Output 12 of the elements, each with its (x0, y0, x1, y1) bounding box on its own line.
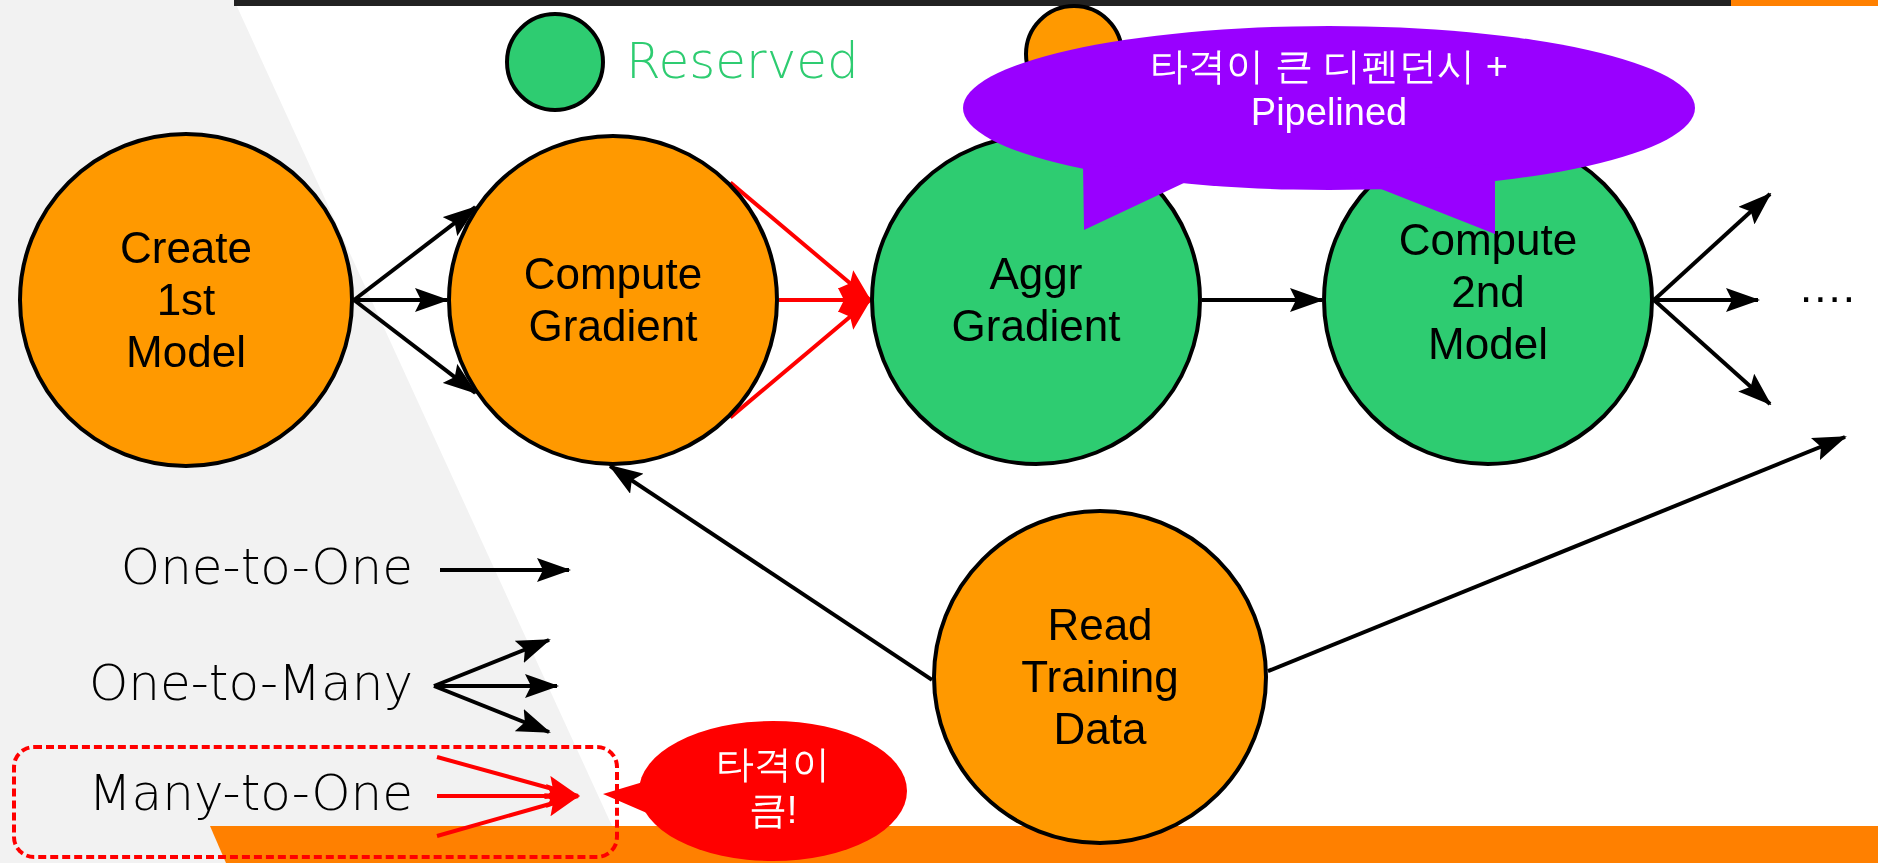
node-label: Compute Gradient (522, 248, 704, 352)
legend-label: Reserved (626, 36, 859, 86)
callout-text: 타격이 큰 디펜던시 + Pipelined (1149, 44, 1509, 135)
node-label: Read Training Data (1020, 599, 1180, 755)
node-label: Create 1st Model (118, 222, 254, 378)
node-label: Aggr Gradient (950, 248, 1122, 352)
callout-text: 타격이 큼! (715, 742, 831, 833)
ellipsis-text: .... (1800, 262, 1857, 312)
node-label: Compute 2nd Model (1397, 214, 1579, 370)
legend-label: Many-to-One (88, 768, 413, 818)
legend-label: One-to-Many (88, 658, 413, 708)
legend-label: One-to-One (120, 542, 413, 592)
